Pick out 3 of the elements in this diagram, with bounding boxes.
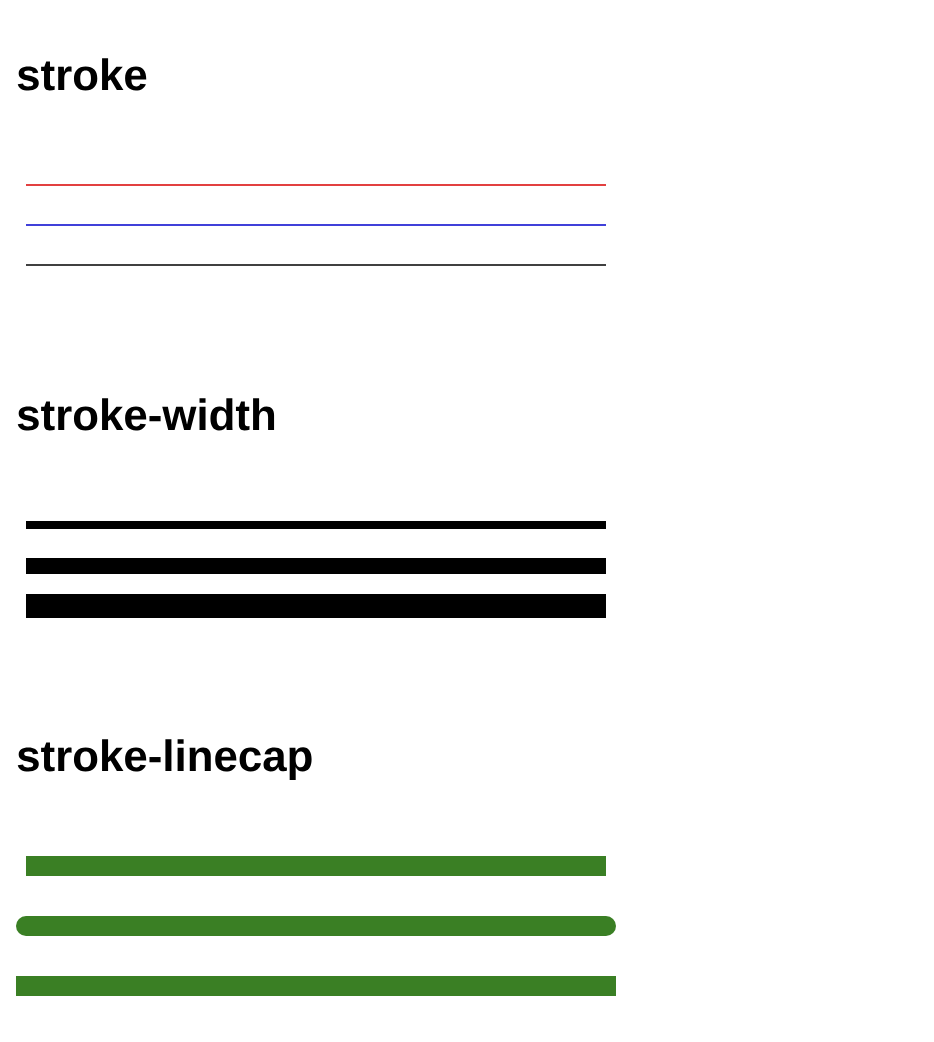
heading: stroke bbox=[17, 58, 147, 91]
heading: stroke-width bbox=[17, 398, 275, 431]
heading: stroke-linecap bbox=[17, 739, 312, 781]
